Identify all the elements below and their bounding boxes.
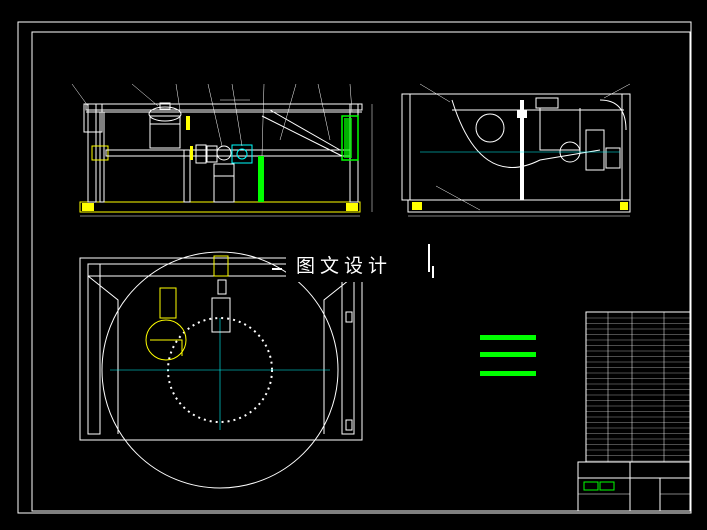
sheet-border-inner bbox=[31, 31, 691, 512]
notes-highlight-3 bbox=[480, 371, 536, 376]
front-view bbox=[71, 83, 373, 217]
watermark-text: 图文设计 bbox=[286, 250, 436, 282]
watermark-bar-2 bbox=[432, 266, 434, 278]
notes-highlight-2 bbox=[480, 352, 536, 357]
technical-notes bbox=[476, 331, 576, 379]
notes-highlight-1 bbox=[480, 335, 536, 340]
sheet-border-outer bbox=[17, 21, 692, 514]
watermark-bar bbox=[428, 244, 430, 272]
title-block bbox=[577, 461, 691, 512]
side-view bbox=[401, 83, 631, 217]
parts-rows bbox=[586, 317, 690, 462]
plan-view bbox=[79, 251, 363, 489]
watermark-bar-3 bbox=[272, 268, 282, 270]
